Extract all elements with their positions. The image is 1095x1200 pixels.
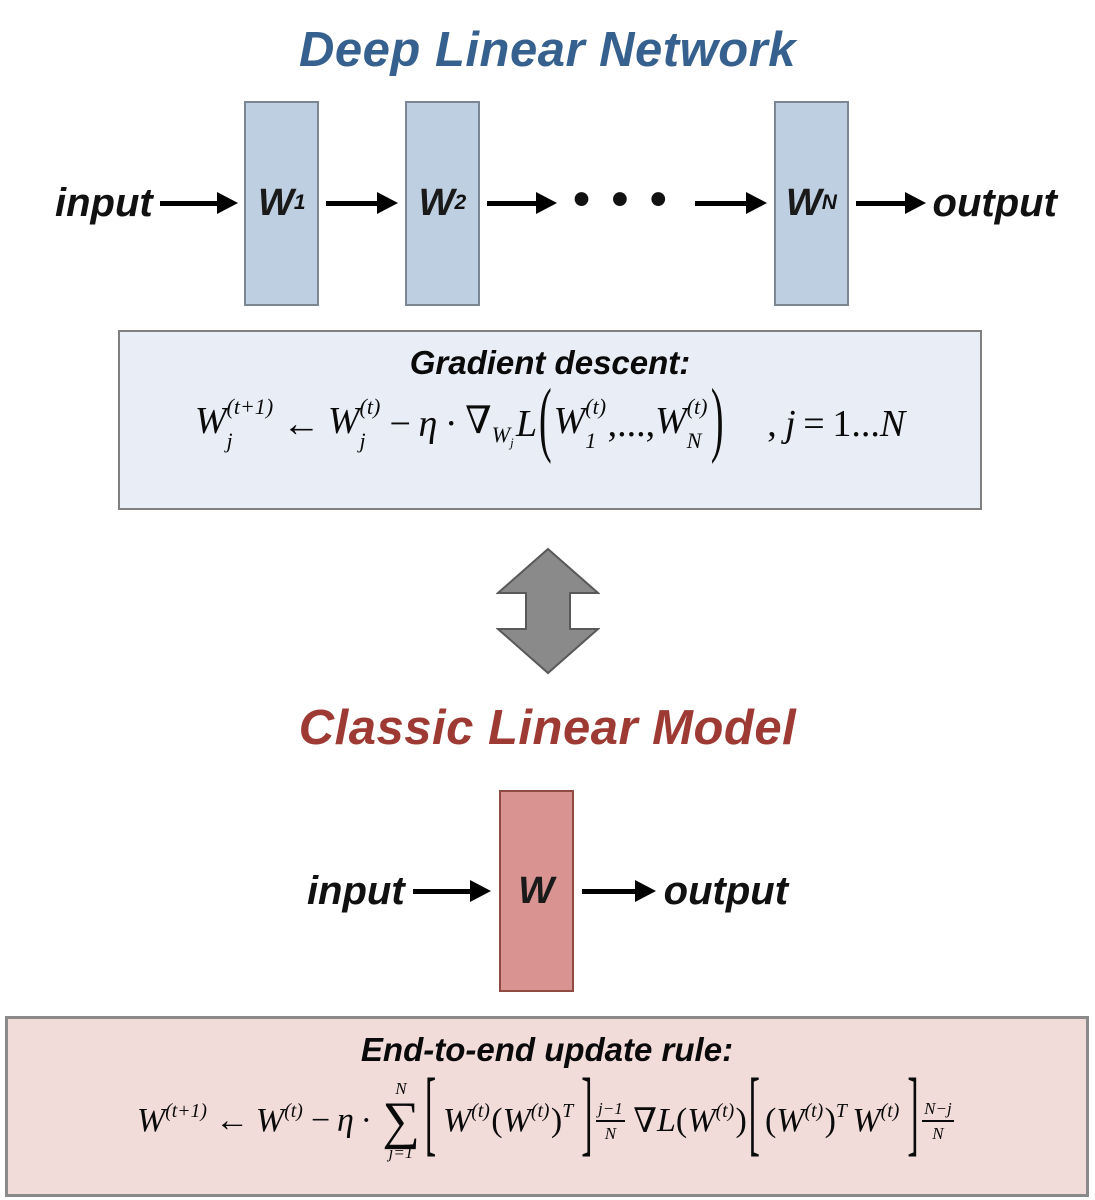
arrow-right-icon <box>412 880 491 902</box>
arrow-right-icon <box>855 192 926 214</box>
gradient-descent-title: Gradient descent: <box>409 344 691 381</box>
classic-model-title: Classic Linear Model <box>298 701 797 755</box>
arrow-right-icon <box>159 192 238 214</box>
layer-label: W <box>785 181 822 224</box>
layer-sub: N <box>821 191 837 214</box>
layer-label: W <box>258 181 294 224</box>
arrow-right-icon <box>486 192 557 214</box>
classic-input-label: input <box>306 868 405 913</box>
layer-label: W <box>518 869 555 912</box>
layer-label: W <box>418 181 455 224</box>
layer-sub: 1 <box>293 191 306 214</box>
deep-network-title: Deep Linear Network <box>299 23 796 77</box>
layer-sub: 2 <box>454 191 467 214</box>
classic-weight-box: W <box>498 790 574 992</box>
classic-model-diagram: input W output <box>0 790 1095 992</box>
equivalence-arrow-icon <box>496 547 600 675</box>
arrow-right-icon <box>695 192 768 214</box>
arrow-right-icon <box>581 880 656 902</box>
deep-output-label: output <box>932 180 1057 225</box>
deep-input-label: input <box>55 180 153 225</box>
end-to-end-title: End-to-end update rule: <box>360 1031 734 1068</box>
arrow-right-icon <box>326 192 399 214</box>
ellipsis-dots: ••• <box>573 172 689 226</box>
classic-output-label: output <box>663 868 789 913</box>
end-to-end-box: End-to-end update rule: W(t+1)←W(t)−η·N∑… <box>5 1016 1089 1197</box>
